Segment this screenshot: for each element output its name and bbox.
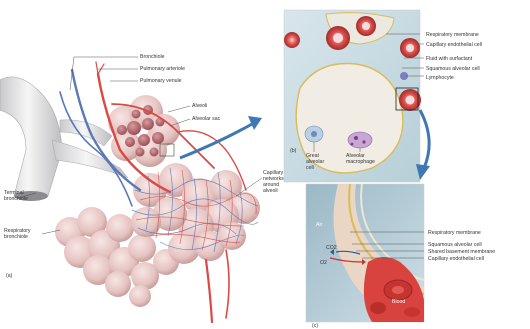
label-alveolar-sac: Alveolar sac [192, 116, 221, 122]
label-squamous-alveolar-cell-b: Squamous alveolar cell [426, 66, 480, 72]
label-bronchiole: Bronchiole [140, 54, 165, 60]
callout-arrow-b-to-c [420, 110, 429, 168]
label-capillary-endothelial-cell-b: Capillary endothelial cell [426, 42, 482, 48]
label-co2: CO2 [326, 245, 337, 251]
label-respiratory-membrane-b: Respiratory membrane [426, 32, 479, 38]
panel-a-letter: (a) [6, 273, 13, 279]
label-pulmonary-arteriole: Pulmonary arteriole [140, 66, 185, 72]
label-shared-basement-membrane: Shared basement membrane [428, 249, 495, 255]
label-blood: Blood [392, 299, 405, 305]
label-lymphocyte: Lymphocyte [426, 75, 454, 81]
label-capillary-endothelial-cell-c: Capillary endothelial cell [428, 256, 484, 262]
label-respiratory-membrane-c: Respiratory membrane [428, 230, 481, 236]
label-fluid-with-surfactant: Fluid with surfactant [426, 56, 473, 62]
bronchiole-tube [0, 77, 62, 196]
panel-a: Bronchiole Pulmonary arteriole Pulmonary… [0, 54, 284, 322]
panel-c-letter: (c) [312, 323, 318, 329]
panel-b: Respiratory membrane Capillary endotheli… [284, 10, 482, 182]
label-squamous-alveolar-cell-c: Squamous alveolar cell [428, 242, 482, 248]
label-alveoli: Alveoli [192, 103, 207, 109]
callout-arrow-a-to-b [180, 124, 252, 158]
label-pulmonary-venule: Pulmonary venule [140, 78, 182, 84]
label-o2: O2 [320, 260, 327, 266]
panel-c: Air CO2 O2 Blood Respiratory membrane Sq… [306, 184, 495, 329]
great-alveolar-cell [305, 126, 323, 142]
alveolar-macrophage [348, 132, 372, 148]
panel-b-letter: (b) [290, 148, 297, 154]
label-air: Air [316, 222, 323, 228]
